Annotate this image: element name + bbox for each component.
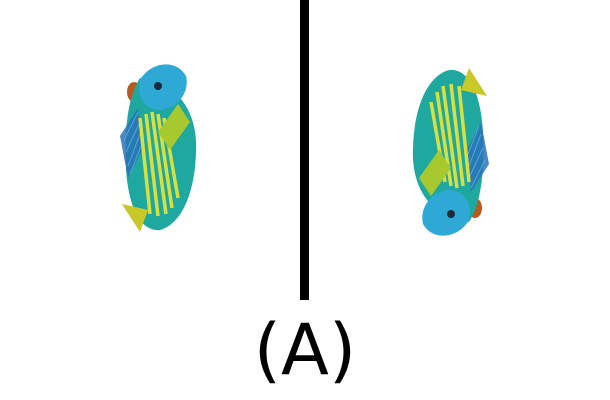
figure-caption: (A) <box>253 309 357 391</box>
fish-head <box>422 190 470 236</box>
fish-head <box>139 64 187 110</box>
fish-stripes <box>429 83 471 189</box>
fish-icon <box>120 64 197 232</box>
fish-side-fin <box>158 104 190 150</box>
right-fish-panel <box>305 0 610 300</box>
fish-eye <box>447 210 455 218</box>
fish-side-fin <box>419 150 451 196</box>
fish-tail <box>461 68 487 96</box>
left-fish-panel <box>0 0 305 300</box>
fish-mesh-fin <box>120 108 142 178</box>
fish-icon <box>412 68 489 236</box>
figure-canvas <box>0 0 610 300</box>
fish-tail <box>122 204 148 232</box>
fish-mesh-fin <box>467 122 489 192</box>
panel-divider <box>300 0 309 300</box>
fish-eye <box>154 82 162 90</box>
